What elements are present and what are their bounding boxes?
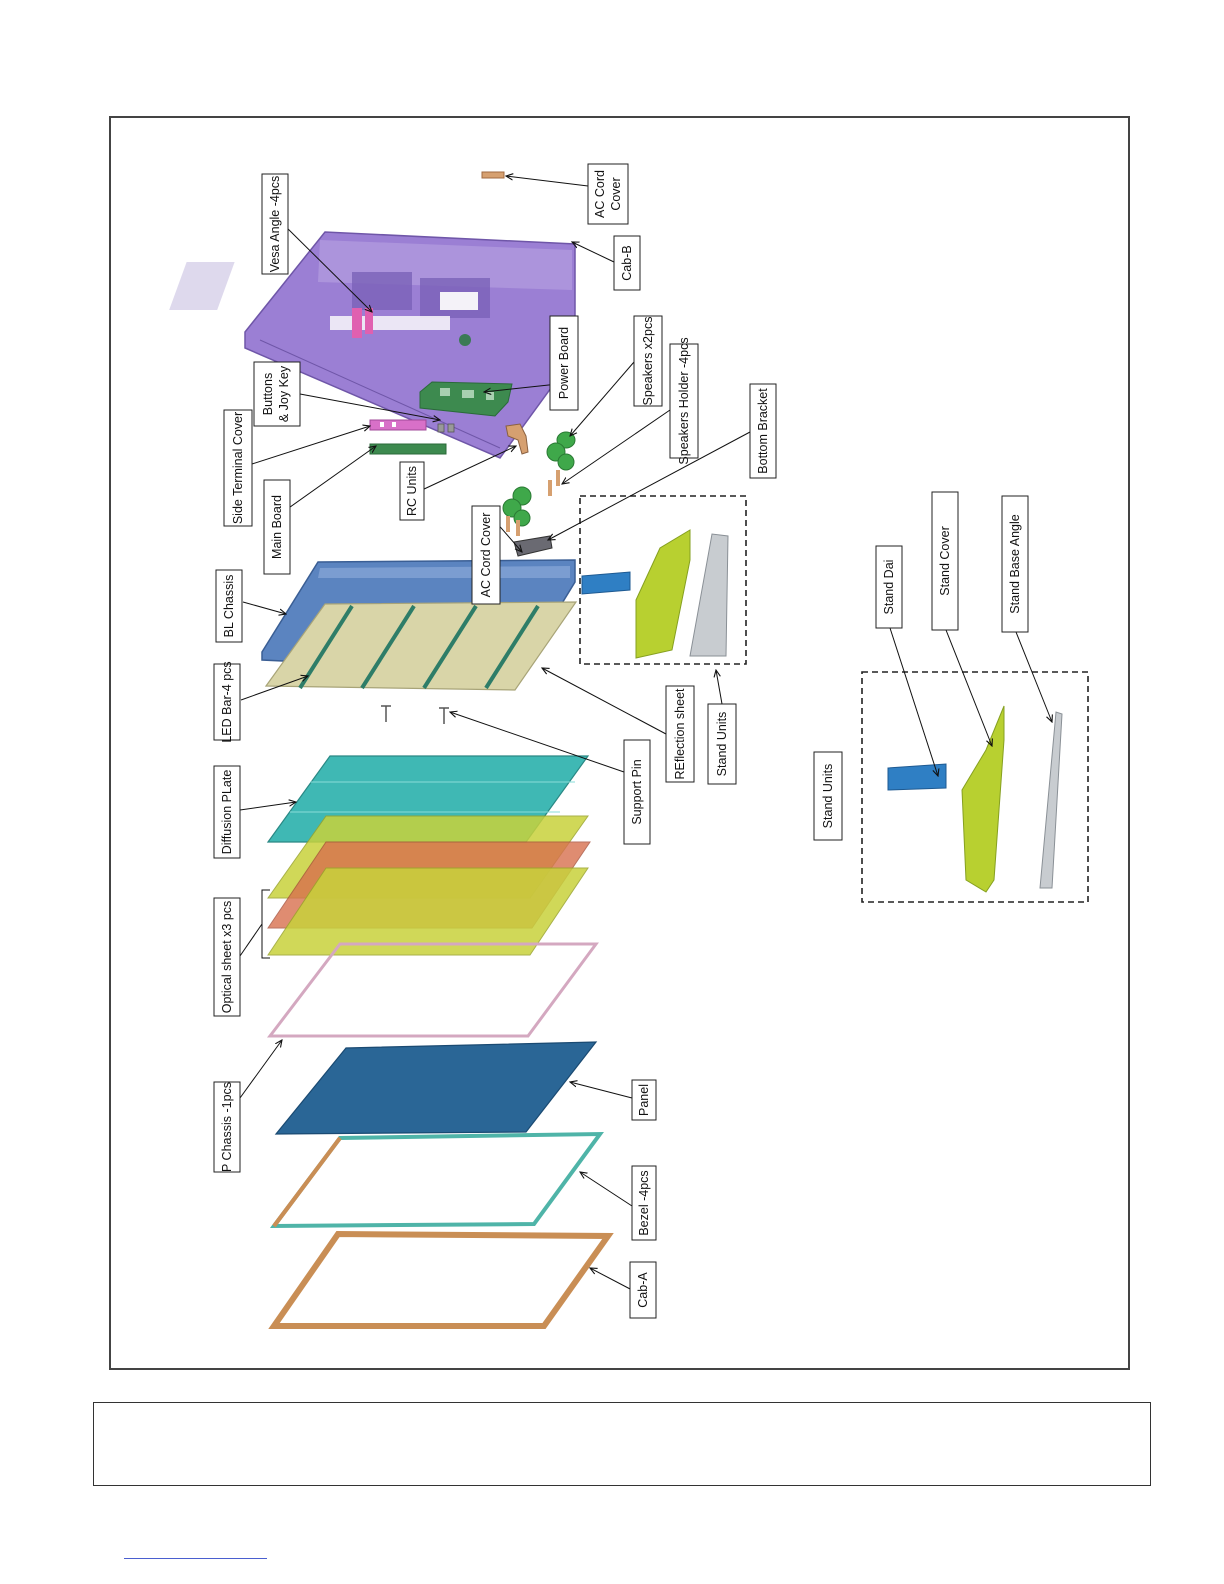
callout-p-chassis: P Chassis -1pcs	[213, 1081, 241, 1173]
callout-cab-b: Cab-B	[613, 235, 641, 291]
callout-bottom-bracket: Bottom Bracket	[749, 383, 777, 479]
optical-sheets-part	[267, 815, 591, 956]
svg-text:AC Cord: AC Cord	[593, 170, 607, 218]
buttons-joy-key-part	[437, 423, 455, 433]
svg-text:Stand Units: Stand Units	[715, 712, 729, 777]
callout-diffusion-plate: Diffusion PLate	[213, 765, 241, 859]
ac-cord-cover-top-part	[481, 171, 505, 179]
callout-ac-cord-cover-mid: AC Cord Cover	[471, 505, 501, 605]
panel-part	[274, 1041, 598, 1135]
callout-main-board: Main Board	[263, 479, 291, 575]
callout-buttons-joy-key: Buttons & Joy Key	[253, 361, 301, 427]
svg-text:REflection sheet: REflection sheet	[673, 688, 687, 780]
svg-text:BL Chassis: BL Chassis	[222, 575, 236, 638]
callout-optical-sheet: Optical sheet x3 pcs	[213, 897, 241, 1017]
svg-text:Optical sheet x3 pcs: Optical sheet x3 pcs	[220, 901, 234, 1014]
callout-stand-base-angle: Stand Base Angle	[1001, 495, 1029, 633]
svg-text:Speakers Holder -4pcs: Speakers Holder -4pcs	[677, 337, 691, 464]
bottom-bracket-part	[513, 535, 553, 557]
callout-speakers-holder: Speakers Holder -4pcs	[669, 337, 699, 465]
cab-a-part	[268, 1230, 614, 1329]
stand-units-upper-part	[581, 529, 729, 659]
svg-text:Panel: Panel	[637, 1084, 651, 1116]
svg-text:Cab-A: Cab-A	[636, 1272, 650, 1308]
callout-stand-cover: Stand Cover	[931, 491, 959, 631]
led-bars-part	[298, 604, 540, 690]
svg-text:LED Bar-4 pcs: LED Bar-4 pcs	[220, 661, 234, 742]
callout-power-board: Power Board	[549, 315, 579, 411]
svg-text:Stand Dai: Stand Dai	[882, 560, 896, 615]
callout-support-pin: Support Pin	[623, 739, 651, 845]
svg-text:Bezel -4pcs: Bezel -4pcs	[637, 1170, 651, 1235]
footer-link-rule	[124, 1558, 267, 1559]
svg-text:Cab-B: Cab-B	[620, 245, 634, 280]
diagram-frame	[109, 116, 1130, 1370]
side-terminal-cover-part	[369, 419, 427, 431]
svg-text:Stand Base Angle: Stand Base Angle	[1008, 514, 1022, 613]
svg-text:Bottom Bracket: Bottom Bracket	[756, 388, 770, 474]
svg-text:Vesa Angle -4pcs: Vesa Angle -4pcs	[268, 176, 282, 273]
callout-reflection-sheet: REflection sheet	[665, 685, 695, 783]
footer-box	[93, 1402, 1151, 1486]
callout-stand-dai: Stand Dai	[875, 545, 903, 629]
svg-text:& Joy Key: & Joy Key	[277, 365, 291, 422]
svg-text:Speakers x2pcs: Speakers x2pcs	[641, 317, 655, 406]
bezel-part	[269, 1131, 604, 1229]
svg-text:AC Cord Cover: AC Cord Cover	[479, 513, 493, 598]
callout-vesa-angle: Vesa Angle -4pcs	[261, 173, 289, 275]
callout-led-bar: LED Bar-4 pcs	[213, 661, 241, 743]
svg-text:Stand Units: Stand Units	[821, 764, 835, 829]
speakers-right-part	[546, 431, 576, 496]
p-chassis-part	[266, 942, 599, 1038]
speakers-left-part	[502, 486, 532, 536]
svg-text:Main Board: Main Board	[270, 495, 284, 559]
svg-text:RC Units: RC Units	[405, 466, 419, 516]
svg-text:P Chassis -1pcs: P Chassis -1pcs	[220, 1082, 234, 1172]
svg-text:Power Board: Power Board	[557, 327, 571, 399]
stand-units-upper-box	[579, 495, 747, 665]
callout-panel: Panel	[631, 1079, 657, 1121]
svg-text:Diffusion PLate: Diffusion PLate	[220, 770, 234, 855]
callout-rc-units: RC Units	[399, 461, 425, 521]
callout-stand-units-upper: Stand Units	[707, 703, 737, 785]
callout-cab-a: Cab-A	[629, 1261, 657, 1319]
svg-text:Cover: Cover	[609, 177, 623, 210]
callout-stand-units-lower: Stand Units	[813, 751, 843, 841]
svg-text:Side Terminal Cover: Side Terminal Cover	[231, 412, 245, 524]
callout-ac-cord-cover-top: AC Cord Cover	[587, 163, 629, 225]
callout-bezel: Bezel -4pcs	[631, 1165, 657, 1241]
callout-bl-chassis: BL Chassis	[215, 569, 243, 643]
stand-units-lower-box	[861, 671, 1089, 903]
svg-text:Support Pin: Support Pin	[630, 759, 644, 824]
main-board-part	[369, 443, 447, 455]
rc-units-part	[505, 423, 529, 455]
callout-side-terminal-cover: Side Terminal Cover	[223, 409, 253, 527]
svg-text:Buttons: Buttons	[261, 373, 275, 415]
stand-units-lower-part	[887, 705, 1063, 893]
svg-text:Stand Cover: Stand Cover	[938, 526, 952, 595]
support-pins-part	[381, 705, 449, 724]
callout-speakers: Speakers x2pcs	[633, 315, 663, 407]
